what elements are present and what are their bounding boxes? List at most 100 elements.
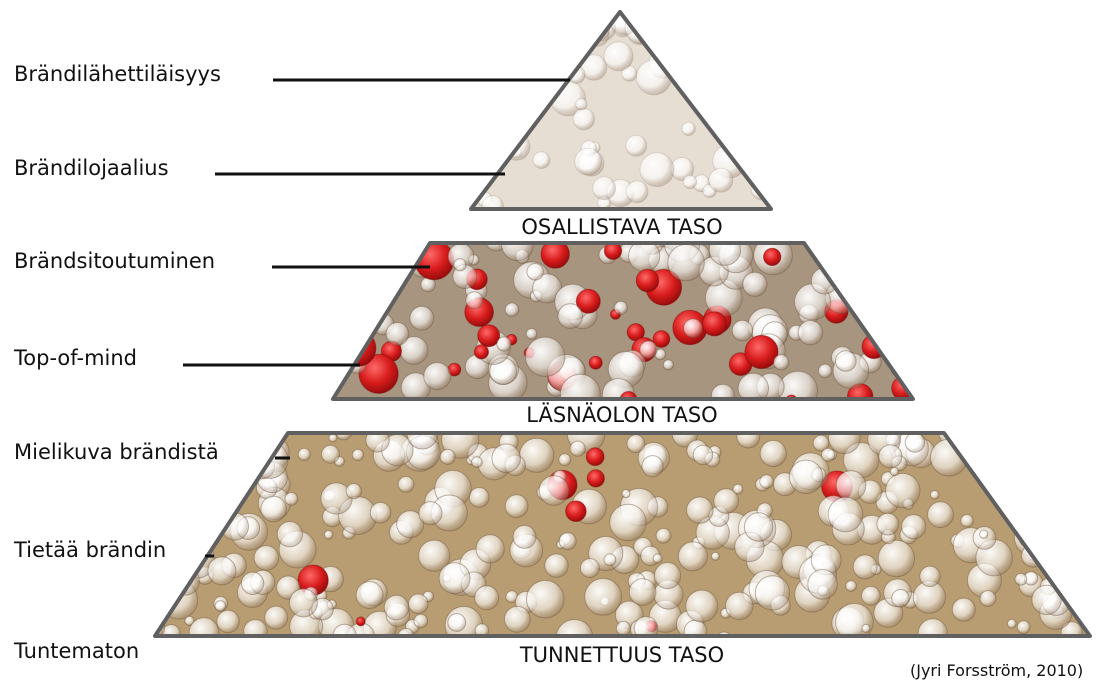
bubble	[846, 581, 857, 592]
bubble	[887, 270, 903, 286]
bubble	[1029, 480, 1057, 508]
bubble	[573, 108, 594, 129]
red-bubble	[478, 325, 500, 347]
bubble	[472, 457, 483, 468]
bubble	[424, 363, 451, 390]
bubble	[920, 566, 940, 586]
tier-label-osallistava: OSALLISTAVA TASO	[521, 217, 722, 238]
bubble	[789, 460, 822, 493]
bubble	[331, 227, 366, 262]
bubble	[248, 463, 258, 473]
bubble	[774, 355, 789, 370]
bubble	[448, 614, 466, 632]
red-bubble	[906, 233, 925, 252]
bubble	[313, 236, 352, 275]
bubble	[208, 557, 236, 585]
bubble	[836, 351, 857, 372]
bubble	[585, 579, 622, 616]
bubble	[798, 321, 822, 345]
bubble	[409, 594, 429, 614]
level-label-brandilojaalius: Brändilojaalius	[14, 158, 169, 179]
bubble	[558, 29, 582, 53]
bubble	[527, 79, 548, 100]
bubble	[737, 425, 760, 448]
bubble	[526, 329, 537, 340]
level-label-mielikuva-brandista: Mielikuva brändistä	[14, 442, 219, 463]
red-bubble	[764, 248, 781, 265]
bubble	[870, 242, 896, 268]
bubble	[386, 323, 409, 346]
red-bubble	[884, 303, 902, 321]
bubble	[661, 50, 676, 65]
bubble	[918, 619, 947, 648]
bubble	[711, 552, 719, 560]
bubble	[1008, 454, 1034, 480]
level-label-top-of-mind: Top-of-mind	[14, 348, 137, 369]
bubble	[374, 240, 403, 269]
bubble	[575, 148, 602, 175]
bubble	[961, 515, 974, 528]
bubble	[808, 570, 838, 600]
bubble	[241, 572, 263, 594]
level-label-tietaa-brandin: Tietää brändin	[14, 540, 166, 561]
bubble	[822, 448, 835, 461]
bubble	[217, 610, 239, 632]
bubble	[505, 495, 528, 518]
bubble	[709, 168, 733, 192]
red-bubble	[356, 617, 365, 626]
bubble	[1051, 488, 1078, 515]
bubble	[261, 496, 286, 521]
bubble	[818, 364, 832, 378]
tier-middle	[312, 227, 926, 414]
bubble	[859, 255, 889, 285]
bubble	[604, 554, 616, 566]
bubble	[875, 289, 892, 306]
bubble	[732, 320, 752, 340]
bubble	[526, 337, 565, 376]
bubble	[469, 13, 488, 32]
bubble	[627, 435, 645, 453]
bubble	[886, 473, 920, 507]
bubble	[682, 122, 695, 135]
bubble	[576, 99, 587, 110]
bubble	[779, 371, 818, 410]
bubble	[474, 19, 488, 33]
bubble	[146, 426, 159, 439]
bubble	[640, 341, 657, 358]
bubble	[655, 563, 681, 589]
bubble	[324, 369, 339, 384]
bubble	[890, 467, 898, 475]
red-bubble	[834, 258, 873, 297]
bubble	[580, 559, 599, 578]
level-label-brandilahettilaisyys: Brändilähettiläisyys	[14, 64, 221, 85]
red-bubble	[587, 470, 604, 487]
bubble	[743, 272, 767, 296]
bubble	[642, 456, 663, 477]
bubble	[760, 475, 774, 489]
source-citation: (Jyri Forsström, 2010)	[910, 663, 1083, 679]
bubble	[410, 306, 434, 330]
bubble	[398, 477, 414, 493]
bubble	[312, 272, 350, 310]
bubble	[545, 554, 568, 577]
bubble	[329, 434, 337, 442]
bubble	[853, 555, 877, 579]
bubble	[483, 78, 509, 104]
bubble	[866, 240, 895, 269]
bubble	[323, 246, 354, 277]
bubble	[414, 614, 428, 628]
bubble	[878, 540, 914, 576]
bubble	[419, 502, 442, 525]
bubble	[980, 530, 988, 538]
bubble	[497, 337, 511, 351]
bubble	[265, 606, 288, 629]
bubble	[215, 601, 226, 612]
red-bubble	[887, 263, 926, 302]
bubble	[492, 444, 521, 473]
level-label-brandsitoutuminen: Brändsitoutuminen	[14, 251, 215, 272]
bubble	[480, 97, 507, 124]
bubble	[980, 591, 996, 607]
bubble	[892, 590, 910, 608]
bubble	[189, 618, 219, 648]
